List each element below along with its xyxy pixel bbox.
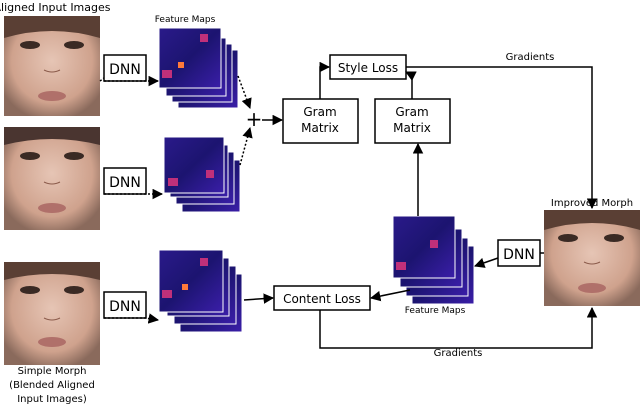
svg-text:Matrix: Matrix: [301, 121, 339, 135]
content-loss-box: Content Loss: [273, 285, 371, 311]
svg-text:Matrix: Matrix: [393, 121, 431, 135]
aligned-inputs-label: Aligned Input Images: [0, 1, 111, 14]
style-loss-box: Style Loss: [329, 54, 407, 80]
face-image-top: [4, 16, 100, 116]
arrows: [99, 61, 598, 349]
dnn-box-3: DNN: [103, 291, 147, 319]
face-image-improved: [544, 210, 640, 306]
dnn-box-1: DNN: [103, 54, 147, 82]
feature-maps-bottom-label: Feature Maps: [405, 306, 466, 316]
plus-sign: +: [246, 107, 263, 131]
svg-text:DNN: DNN: [109, 175, 141, 191]
svg-text:Gram: Gram: [303, 105, 336, 119]
gram-matrix-box-1: Gram Matrix: [282, 98, 359, 144]
feature-maps-top-label: Feature Maps: [155, 15, 216, 25]
feature-map-stack-1: [158, 27, 239, 109]
svg-text:Content Loss: Content Loss: [283, 292, 361, 306]
simple-morph-label-3: Input Images): [17, 394, 87, 405]
face-image-middle: [4, 127, 100, 230]
dnn-box-4: DNN: [497, 239, 541, 267]
simple-morph-label-1: Simple Morph: [18, 366, 87, 377]
svg-text:Style Loss: Style Loss: [338, 61, 398, 75]
gradients-top-label: Gradients: [506, 52, 555, 63]
dnn-box-2: DNN: [103, 167, 147, 195]
gram-matrix-box-2: Gram Matrix: [374, 98, 451, 144]
feature-map-stack-3: [158, 249, 243, 333]
simple-morph-label-2: (Blended Aligned: [9, 380, 95, 391]
svg-text:DNN: DNN: [109, 62, 141, 78]
feature-map-stack-2: [163, 136, 241, 213]
face-image-bottom: [4, 262, 100, 365]
svg-text:DNN: DNN: [503, 247, 535, 263]
gradients-bottom-label: Gradients: [434, 348, 483, 359]
svg-text:DNN: DNN: [109, 299, 141, 315]
feature-map-stack-4: [392, 215, 475, 305]
svg-text:Gram: Gram: [395, 105, 428, 119]
